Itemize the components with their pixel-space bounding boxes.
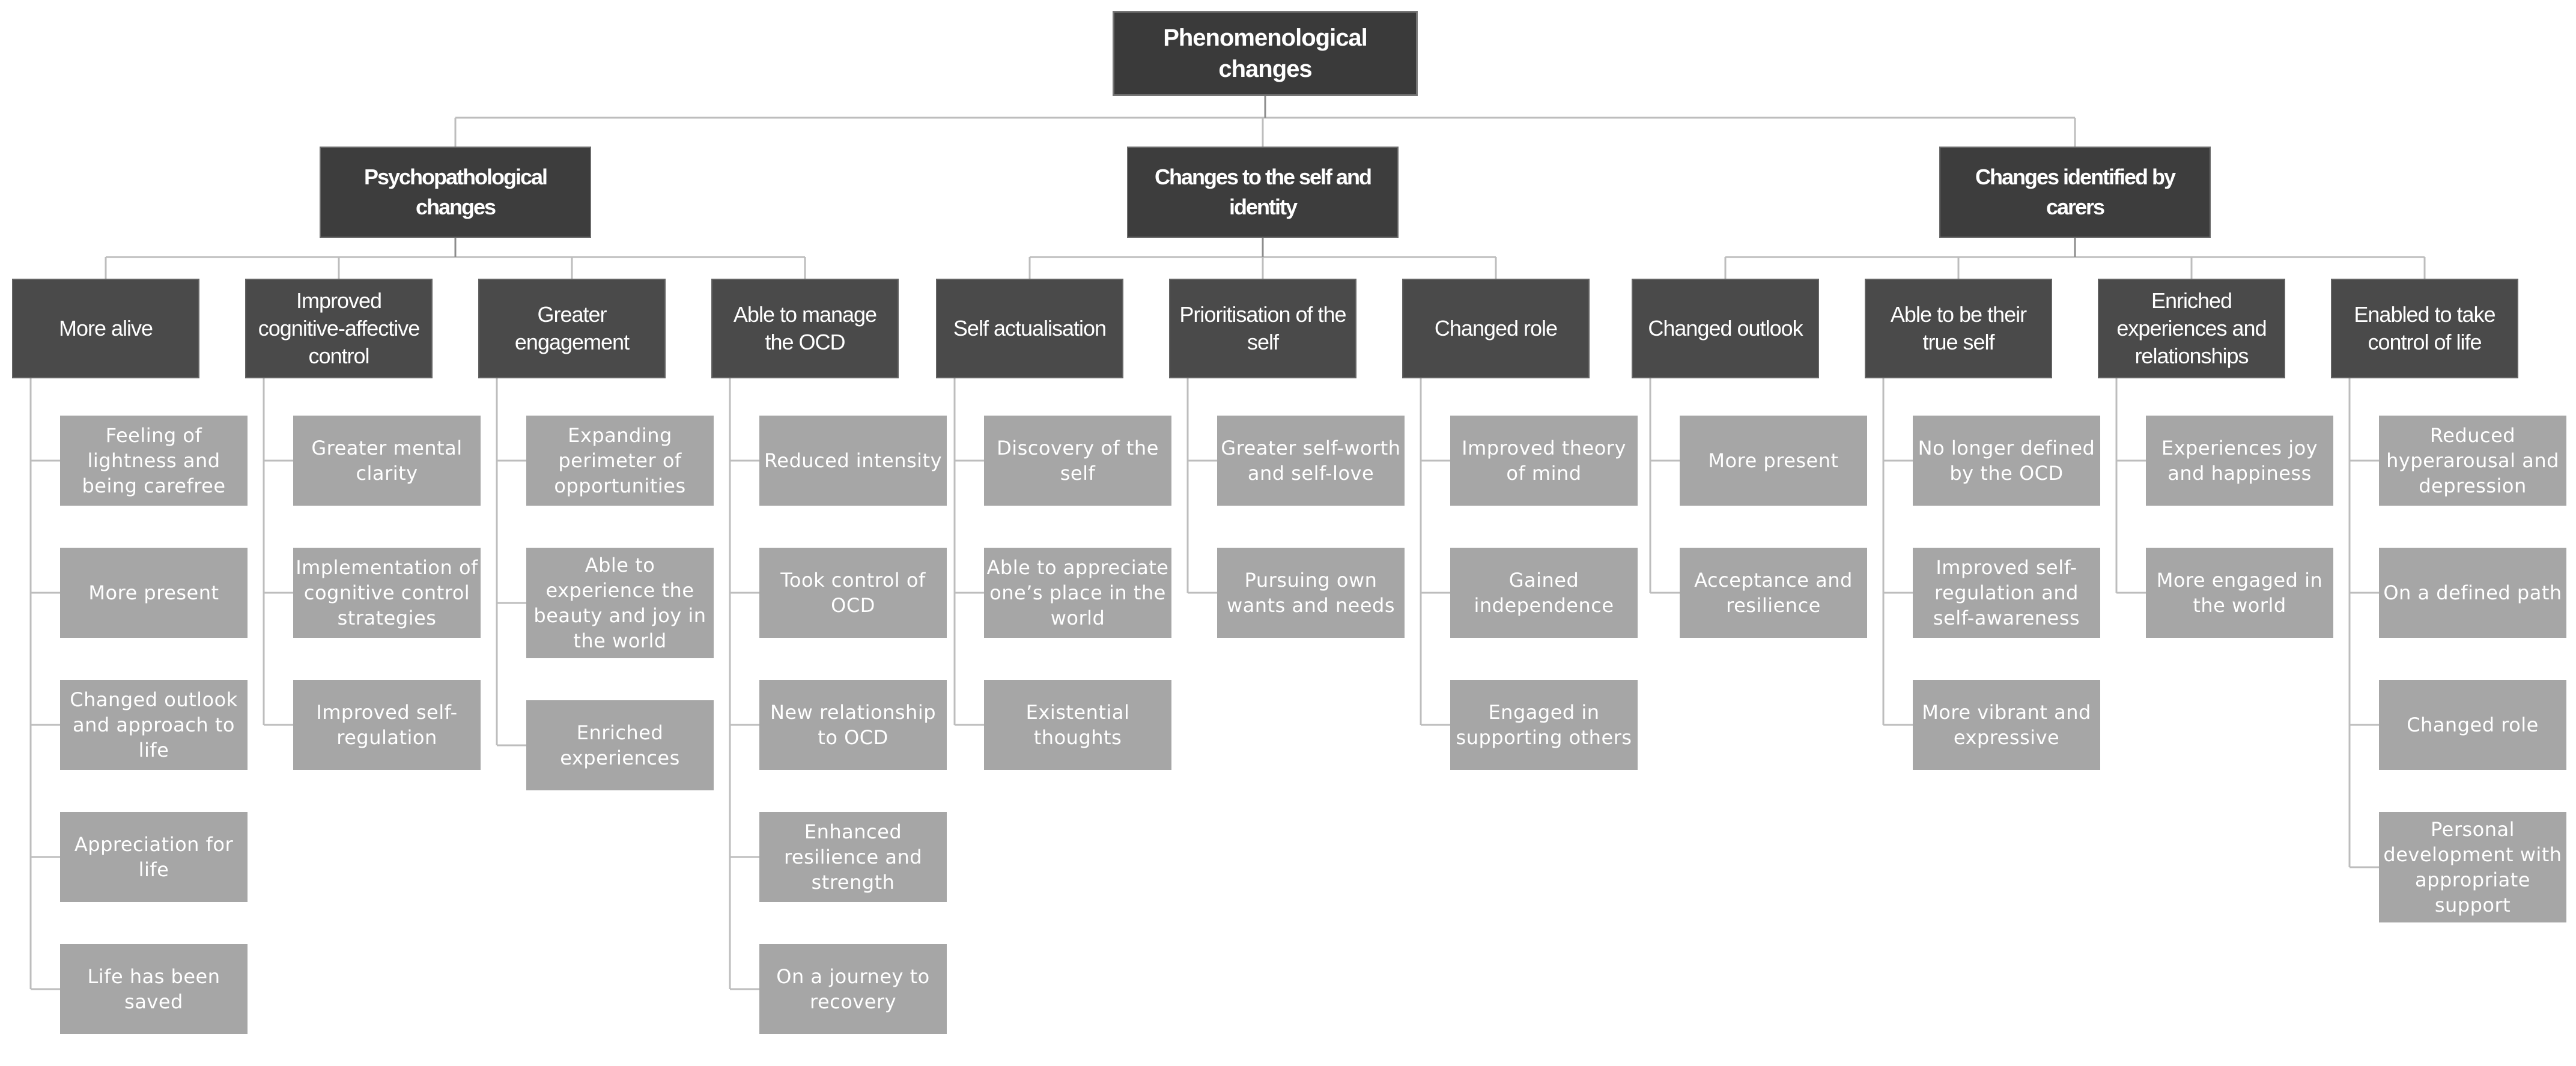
leaf-node: Appreciation for life	[60, 812, 248, 902]
leaf-node: More engaged in the world	[2146, 548, 2333, 638]
category-node: Self actualisation	[936, 279, 1123, 378]
category-node: Greater engagement	[478, 279, 666, 378]
leaf-node: Life has been saved	[60, 944, 248, 1034]
leaf-node: Acceptance and resilience	[1680, 548, 1867, 638]
leaf-node: Gained independence	[1450, 548, 1638, 638]
leaf-node: Existential thoughts	[984, 680, 1171, 770]
leaf-node: Pursuing own wants and needs	[1217, 548, 1405, 638]
leaf-node: Took control of OCD	[759, 548, 947, 638]
leaf-node: New relationship to OCD	[759, 680, 947, 770]
leaf-node: Able to appreciate one’s place in the wo…	[984, 548, 1171, 638]
branch-node-2: Changes to the self and identity	[1127, 147, 1399, 238]
category-node: Prioritisation of the self	[1169, 279, 1356, 378]
leaf-node: Expanding perimeter of opportunities	[526, 416, 714, 506]
category-node: Improved cognitive-affective control	[245, 279, 433, 378]
category-node: Enriched experiences and relationships	[2098, 279, 2285, 378]
leaf-node: More present	[60, 548, 248, 638]
leaf-node: Improved theory of mind	[1450, 416, 1638, 506]
leaf-node: More vibrant and expressive	[1913, 680, 2100, 770]
leaf-node: Improved self-regulation	[293, 680, 481, 770]
leaf-node: Enriched experiences	[526, 700, 714, 790]
category-node: Changed role	[1402, 279, 1590, 378]
leaf-node: More present	[1680, 416, 1867, 506]
category-node: Changed outlook	[1632, 279, 1819, 378]
branch-node-3: Changes identified by carers	[1939, 147, 2211, 238]
leaf-node: Implementation of cognitive control stra…	[293, 548, 481, 638]
leaf-node: Reduced hyperarousal and depression	[2379, 416, 2566, 506]
root-node: Phenomenological changes	[1113, 11, 1418, 96]
leaf-node: On a journey to recovery	[759, 944, 947, 1034]
leaf-node: No longer defined by the OCD	[1913, 416, 2100, 506]
category-node: Able to be their true self	[1865, 279, 2052, 378]
leaf-node: Improved self-regulation and self-awaren…	[1913, 548, 2100, 638]
category-node: Able to manage the OCD	[711, 279, 899, 378]
category-node: More alive	[12, 279, 199, 378]
leaf-node: Greater mental clarity	[293, 416, 481, 506]
branch-node-1: Psychopathological changes	[320, 147, 591, 238]
category-node: Enabled to take control of life	[2331, 279, 2518, 378]
leaf-node: Enhanced resilience and strength	[759, 812, 947, 902]
leaf-node: Discovery of the self	[984, 416, 1171, 506]
leaf-node: Engaged in supporting others	[1450, 680, 1638, 770]
leaf-node: On a defined path	[2379, 548, 2566, 638]
leaf-node: Reduced intensity	[759, 416, 947, 506]
leaf-node: Experiences joy and happiness	[2146, 416, 2333, 506]
leaf-node: Feeling of lightness and being carefree	[60, 416, 248, 506]
leaf-node: Changed role	[2379, 680, 2566, 770]
leaf-node: Personal development with appropriate su…	[2379, 812, 2566, 922]
leaf-node: Greater self-worth and self-love	[1217, 416, 1405, 506]
leaf-node: Able to experience the beauty and joy in…	[526, 548, 714, 658]
leaf-node: Changed outlook and approach to life	[60, 680, 248, 770]
